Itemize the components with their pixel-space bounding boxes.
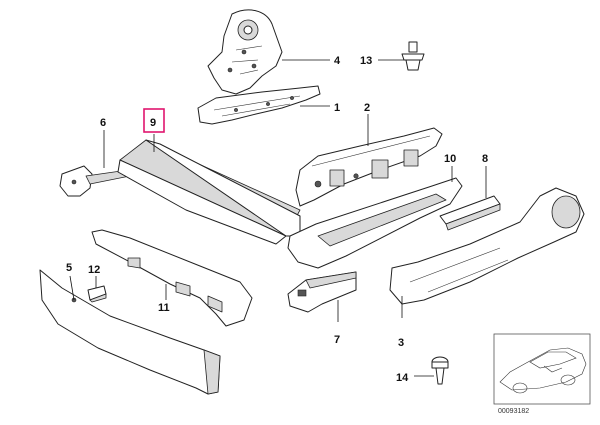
part-12-clip[interactable] [87, 285, 107, 303]
callout-6: 6 [100, 117, 106, 129]
part-5-bottom-strip[interactable] [39, 269, 221, 395]
callout-11: 11 [158, 302, 170, 314]
callout-10: 10 [444, 153, 456, 165]
callout-13: 13 [360, 55, 372, 67]
part-1-seat-rail[interactable] [197, 85, 321, 125]
callout-1: 1 [334, 102, 340, 114]
part-6-clip[interactable] [59, 165, 131, 197]
callout-4: 4 [334, 55, 341, 67]
part-8-strip[interactable] [439, 195, 501, 231]
callout-5: 5 [66, 262, 72, 274]
part-4-recliner-plate[interactable] [207, 9, 283, 95]
highlight-box [143, 108, 165, 133]
part-3-lower-trim[interactable] [389, 187, 585, 305]
callout-14: 14 [396, 372, 409, 384]
callout-12: 12 [88, 264, 100, 276]
part-9-side-trim[interactable] [117, 139, 301, 245]
callout-7: 7 [334, 334, 340, 346]
callout-labels: 1 2 3 4 5 6 7 8 9 10 11 12 13 14 [66, 55, 488, 384]
callout-3: 3 [398, 337, 404, 349]
callout-8: 8 [482, 153, 488, 165]
leader-lines [69, 59, 487, 377]
part-11-lower-cover[interactable] [91, 229, 253, 327]
car-thumbnail [493, 333, 591, 405]
catalog-number: 00093182 [498, 408, 529, 415]
callout-9: 9 [150, 117, 156, 129]
part-2-seat-adjuster[interactable] [295, 127, 443, 207]
part-14-bolt[interactable] [431, 356, 449, 385]
part-7-bracket[interactable] [287, 271, 357, 313]
callout-2: 2 [364, 102, 370, 114]
part-13-bolt[interactable] [401, 41, 425, 71]
part-10-outer-panel[interactable] [287, 177, 463, 269]
